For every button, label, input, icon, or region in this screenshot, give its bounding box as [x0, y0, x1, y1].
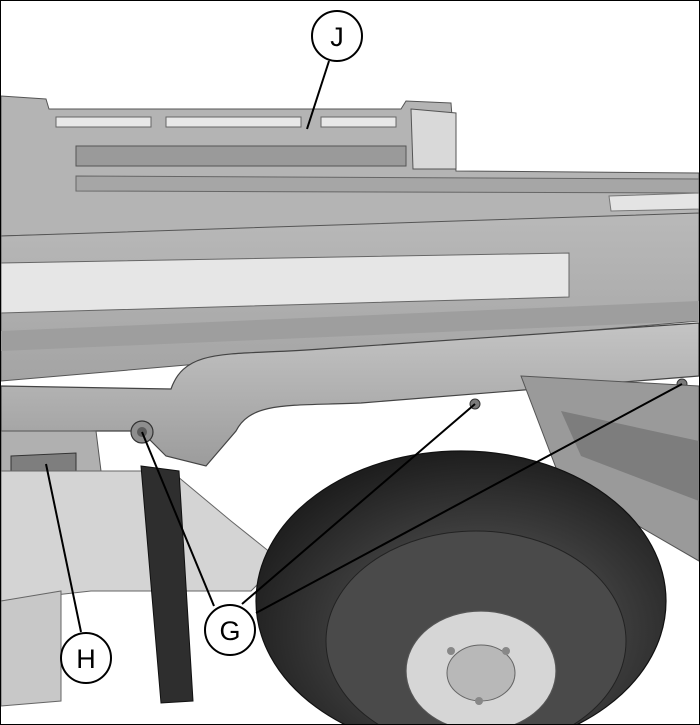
rear-fender — [1, 322, 699, 482]
leader-line-h — [45, 463, 82, 633]
leader-lines — [45, 60, 683, 633]
callout-h: H — [60, 632, 112, 684]
callout-g: G — [204, 604, 256, 656]
callout-h-label: H — [76, 644, 96, 674]
leader-line-g-3 — [255, 383, 683, 614]
rear-wheel — [255, 450, 667, 724]
under-frame — [1, 375, 699, 707]
leader-line-j — [306, 60, 330, 130]
callout-g-label: G — [219, 616, 240, 646]
callout-j: J — [311, 10, 363, 62]
leader-line-g-2 — [241, 403, 476, 605]
bed-side-panel — [1, 212, 699, 382]
leader-line-g-1 — [141, 431, 215, 607]
callout-j-label: J — [330, 22, 344, 52]
cargo-bed-rail — [1, 95, 699, 237]
